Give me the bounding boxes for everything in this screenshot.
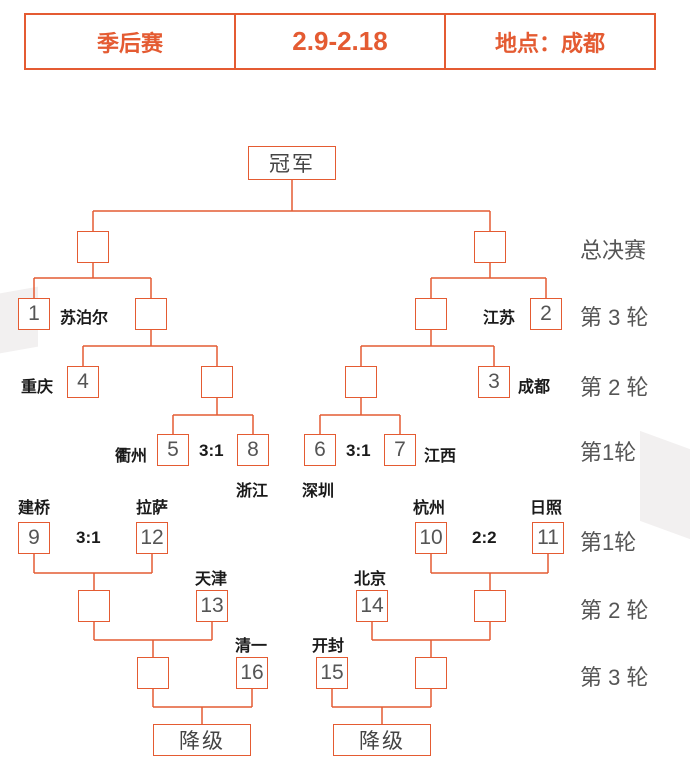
r2-slot-left — [201, 366, 233, 398]
final-slot-left — [77, 231, 109, 263]
header-dates: 2.9-2.18 — [234, 15, 444, 68]
lower-r3-slot-right — [415, 657, 447, 689]
header-bar: 季后赛 2.9-2.18 地点：成都 — [24, 13, 656, 70]
seed-box-6: 6 — [304, 434, 336, 466]
lower-r3-slot-left — [137, 657, 169, 689]
team-label-5: 衢州 — [115, 448, 148, 465]
seed-box-10: 10 — [415, 522, 447, 554]
score-6-7: 3:1 — [346, 441, 371, 460]
team-label-3: 成都 — [518, 379, 551, 396]
r3-slot-left — [135, 298, 167, 330]
score-9-12: 3:1 — [76, 528, 101, 547]
score-10-11: 2:2 — [472, 528, 497, 547]
seed-box-14: 14 — [356, 590, 388, 622]
score-5-8: 3:1 — [199, 441, 224, 460]
team-label-14: 北京 — [354, 571, 387, 588]
seed-box-5: 5 — [157, 434, 189, 466]
round-label-final: 总决赛 — [580, 238, 647, 263]
team-label-4: 重庆 — [21, 379, 54, 396]
team-label-7: 江西 — [424, 448, 457, 465]
seed-box-7: 7 — [384, 434, 416, 466]
final-slot-right — [474, 231, 506, 263]
header-stage: 季后赛 — [96, 30, 163, 56]
round-label-r3: 第 3 轮 — [580, 305, 649, 330]
r2-slot-right — [345, 366, 377, 398]
lower-r2-slot-right — [474, 590, 506, 622]
champion-box: 冠军 — [248, 146, 336, 180]
team-label-13: 天津 — [195, 571, 228, 588]
seed-box-11: 11 — [532, 522, 564, 554]
seed-box-9: 9 — [18, 522, 50, 554]
seed-box-16: 16 — [236, 657, 268, 689]
r3-slot-right — [415, 298, 447, 330]
team-label-9: 建桥 — [18, 500, 51, 517]
seed-box-13: 13 — [196, 590, 228, 622]
seed-box-3: 3 — [478, 366, 510, 398]
round-label-r2: 第 2 轮 — [580, 375, 649, 400]
round-label-r1: 第1轮 — [580, 440, 637, 465]
seed-box-8: 8 — [237, 434, 269, 466]
team-label-11: 日照 — [530, 500, 563, 517]
team-label-12: 拉萨 — [136, 500, 169, 517]
seed-box-2: 2 — [530, 298, 562, 330]
team-label-2: 江苏 — [483, 310, 516, 327]
round-label-lower-r2: 第 2 轮 — [580, 598, 649, 623]
round-label-lower-r1: 第1轮 — [580, 530, 637, 555]
lower-r2-slot-left — [78, 590, 110, 622]
seed-box-4: 4 — [67, 366, 99, 398]
team-label-16: 清一 — [235, 638, 268, 655]
team-label-1: 苏泊尔 — [60, 310, 109, 327]
seed-box-15: 15 — [316, 657, 348, 689]
relegation-box-right: 降级 — [333, 724, 431, 756]
team-label-6: 深圳 — [302, 483, 335, 500]
round-label-lower-r3: 第 3 轮 — [580, 665, 649, 690]
header-location: 地点：成都 — [444, 15, 654, 68]
team-label-15: 开封 — [312, 638, 345, 655]
team-label-10: 杭州 — [413, 500, 446, 517]
seed-box-1: 1 — [18, 298, 50, 330]
team-label-8: 浙江 — [236, 483, 269, 500]
relegation-box-left: 降级 — [153, 724, 251, 756]
seed-box-12: 12 — [136, 522, 168, 554]
